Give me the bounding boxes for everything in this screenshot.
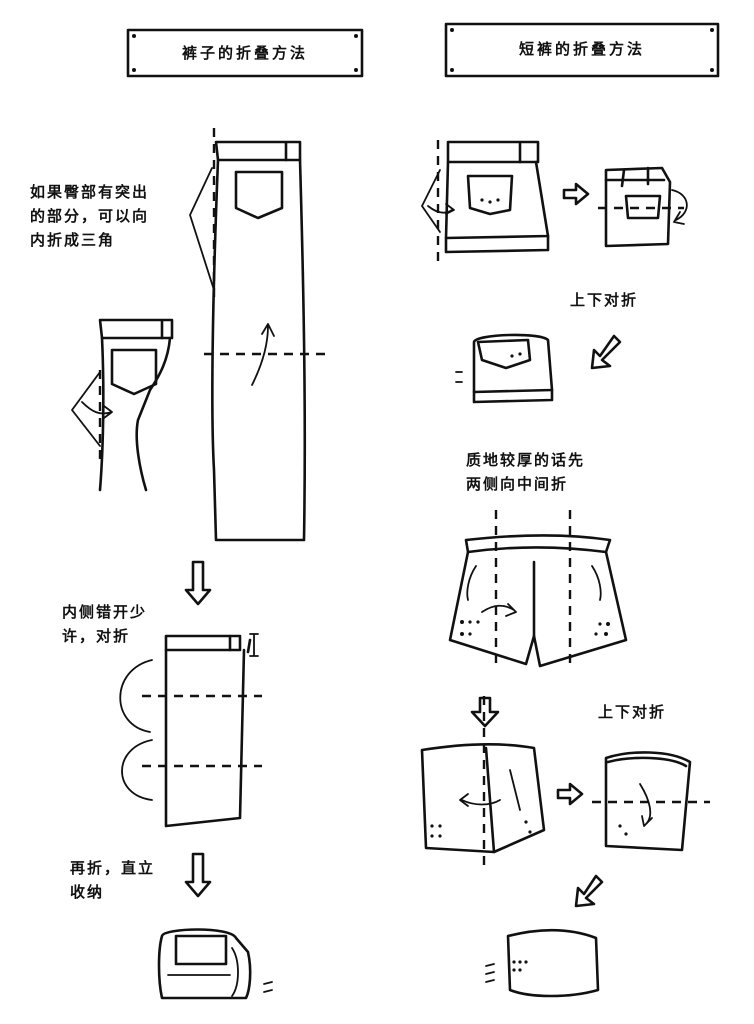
thick-note-line1: 质地较厚的话先 [466, 451, 586, 469]
shorts-final-drawing [485, 928, 600, 998]
shorts-open-drawing [448, 510, 628, 668]
offset-note-line1: 内侧错开少 [62, 603, 148, 621]
offset-note-line2: 许，对折 [62, 627, 131, 645]
arrow-down-left-icon [574, 874, 604, 908]
shorts-side-fold-drawing [421, 140, 550, 268]
arrow-down-icon [184, 852, 212, 898]
thick-note: 质地较厚的话先 两侧向中间折 [466, 448, 585, 496]
trousers-half-fold-drawing [119, 633, 262, 828]
trousers-title-frame [126, 28, 364, 78]
hip-note: 如果臀部有突出 的部分，可以向 内折成三角 [30, 180, 149, 252]
shorts-sides-folded-drawing [420, 696, 546, 868]
hip-note-line2: 的部分，可以向 [30, 207, 150, 225]
shorts-stand-drawing [592, 751, 710, 852]
arrow-right-icon [562, 182, 590, 206]
shorts-folded-small-drawing [455, 333, 554, 404]
thick-note-line2: 两侧向中间折 [466, 475, 569, 493]
offset-note: 内侧错开少 许，对折 [62, 600, 147, 648]
arrow-right-icon [556, 782, 584, 806]
shorts-title-frame [444, 22, 720, 78]
shorts-title: 短裤的折叠方法 [518, 40, 645, 58]
trousers-title: 裤子的折叠方法 [181, 44, 308, 62]
arrow-down-icon [184, 560, 212, 606]
trousers-hip-fold-drawing [71, 318, 174, 492]
stand-note-line1: 再折，直立 [70, 859, 156, 877]
hip-note-line1: 如果臀部有突出 [30, 183, 150, 201]
trousers-full-drawing [189, 128, 332, 542]
stand-note-line2: 收纳 [70, 883, 105, 901]
updown-note-1: 上下对折 [570, 291, 639, 309]
updown-note-2: 上下对折 [598, 703, 667, 721]
arrow-down-left-icon [590, 334, 622, 370]
stand-note: 再折，直立 收纳 [70, 856, 155, 904]
hip-note-line3: 内折成三角 [30, 231, 116, 249]
trousers-final-drawing [157, 928, 273, 1000]
arrow-down-icon [470, 696, 500, 728]
shorts-half-folded-drawing [598, 166, 688, 248]
